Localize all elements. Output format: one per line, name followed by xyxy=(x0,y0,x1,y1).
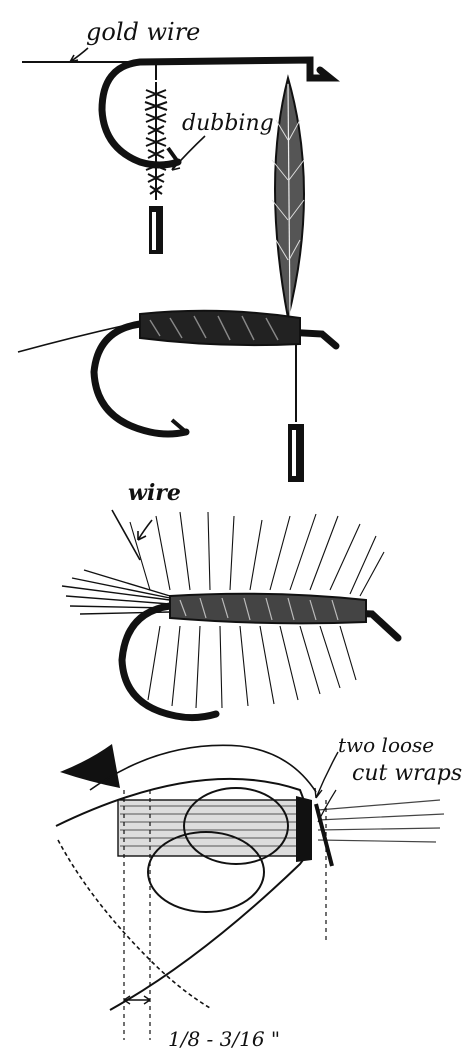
label-cut-wraps: cut wraps xyxy=(352,761,462,786)
wire-arrow xyxy=(112,510,152,560)
label-measurement: 1/8 - 3/16 " xyxy=(168,1027,280,1051)
gold-wire-arrow xyxy=(70,48,88,62)
step-2-dubbed-body xyxy=(18,311,336,482)
body-3 xyxy=(170,594,366,624)
step-4-wing-and-wraps xyxy=(56,744,444,1040)
step-1-hook-gold-wire-dubbing xyxy=(22,48,330,318)
two-loose-arrow xyxy=(315,752,338,798)
dubbing-arrow xyxy=(172,136,205,170)
label-gold-wire: gold wire xyxy=(86,18,200,46)
hackle-feather xyxy=(272,78,304,318)
label-wire: wire xyxy=(128,480,181,506)
step-3-palmered-hackle xyxy=(62,510,398,718)
tail-fibers-4 xyxy=(318,800,444,842)
label-dubbing: dubbing xyxy=(182,111,274,136)
dubbing-noodle xyxy=(145,82,167,200)
dark-fiber-left xyxy=(60,744,120,788)
thread-head xyxy=(296,796,312,862)
label-two-loose: two loose xyxy=(338,733,434,757)
measure-arrows xyxy=(124,996,150,1004)
dubbed-body-2 xyxy=(140,311,300,345)
